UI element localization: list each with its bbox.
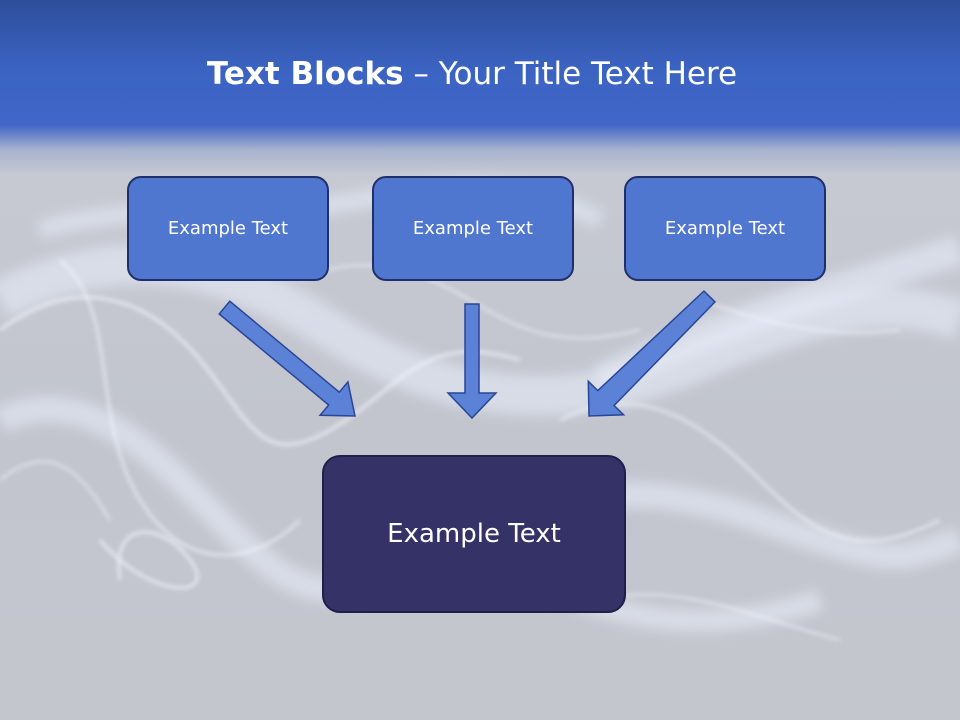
text-block-3-label: Example Text	[664, 218, 786, 239]
text-block-1-label: Example Text	[167, 218, 289, 239]
title-bold-part: Text Blocks	[206, 56, 404, 92]
text-block-main-label: Example Text	[387, 519, 561, 549]
slide-title: Text Blocks – Your Title Text Here	[0, 54, 944, 94]
arrow-left-diagonal	[218, 300, 356, 417]
title-rest-part: – Your Title Text Here	[403, 56, 738, 92]
text-block-2-label: Example Text	[412, 218, 534, 239]
text-block-1[interactable]: Example Text	[127, 176, 329, 281]
text-block-2[interactable]: Example Text	[372, 176, 574, 281]
arrow-right-diagonal	[587, 290, 717, 417]
text-block-main[interactable]: Example Text	[322, 455, 626, 613]
arrow-center-down	[446, 303, 498, 420]
text-block-3[interactable]: Example Text	[624, 176, 826, 281]
